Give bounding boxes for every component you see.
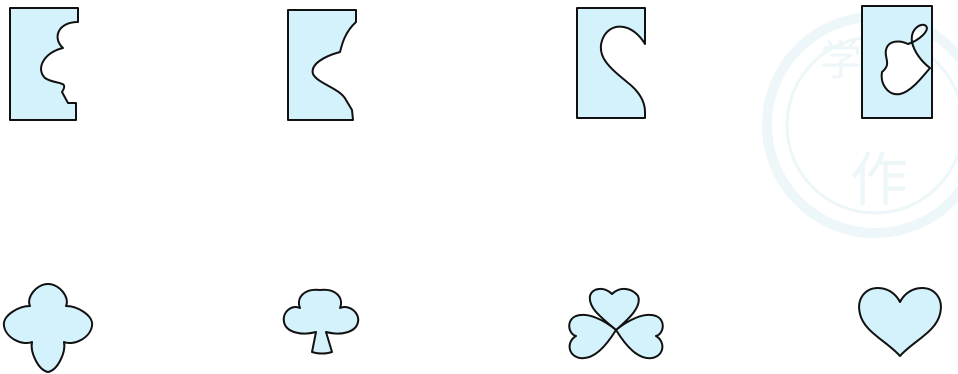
seal-glyph-2: 作 bbox=[850, 146, 908, 214]
three-heart-clover-shape-icon bbox=[569, 289, 663, 358]
folded-paper-row bbox=[10, 6, 932, 120]
heart-shape-icon bbox=[859, 288, 941, 356]
four-lobed-shape-icon bbox=[4, 284, 92, 372]
unfolded-options-row bbox=[4, 284, 941, 372]
folded-paper-c bbox=[577, 8, 645, 118]
folded-paper-a bbox=[10, 8, 78, 120]
folded-paper-b bbox=[288, 10, 356, 120]
seal-glyph-1: 学 bbox=[820, 36, 862, 85]
folded-paper-d bbox=[862, 6, 932, 118]
club-shape-icon bbox=[284, 290, 358, 354]
